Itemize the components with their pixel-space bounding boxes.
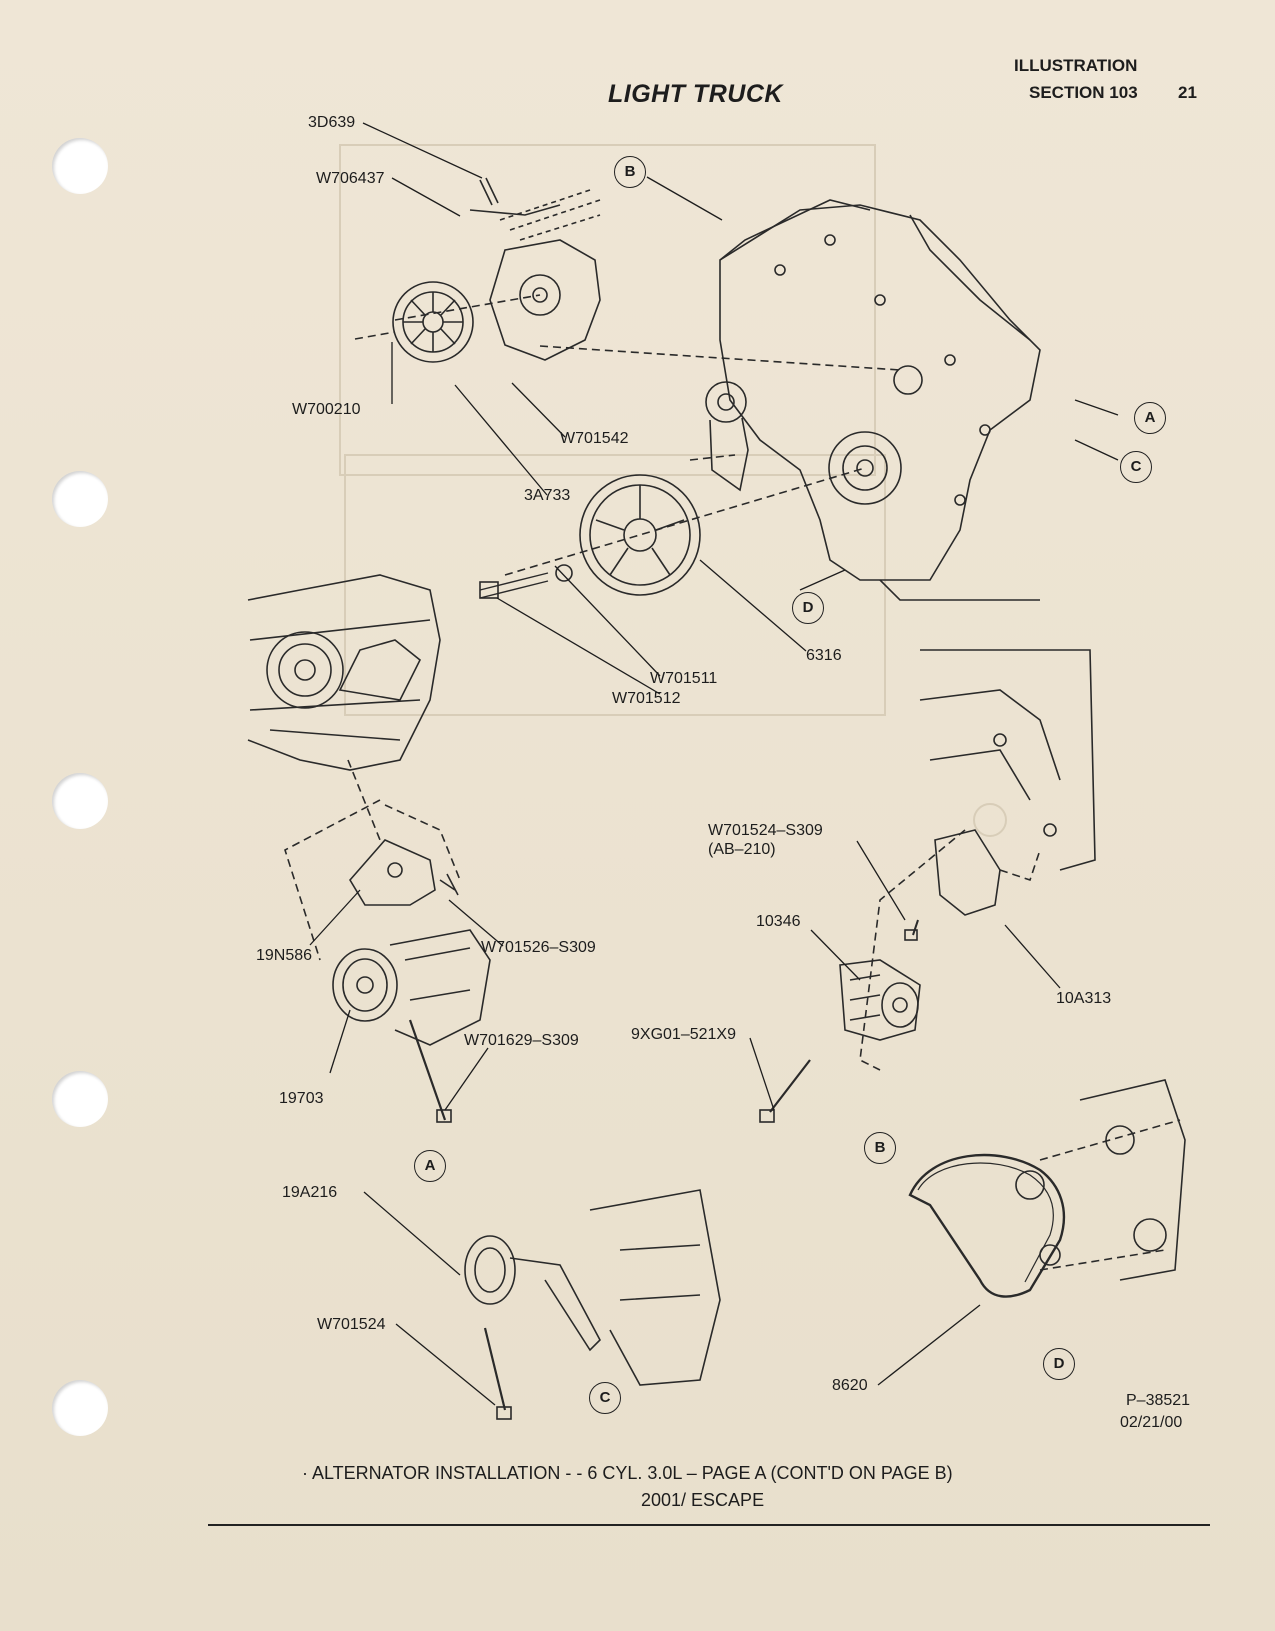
part-label: 3A733 (524, 487, 571, 504)
view-c-callout: C (589, 1382, 621, 1414)
crankshaft-pulley (479, 474, 701, 599)
page-title: LIGHT TRUCK (608, 80, 783, 108)
belt-tensioner (705, 381, 749, 492)
power-steering-pump (392, 177, 601, 363)
part-label: W701629–S309 (464, 1032, 579, 1049)
alternator (759, 919, 921, 1123)
part-label: 3D639 (308, 114, 356, 131)
part-label: 10346 (756, 913, 801, 930)
binder-hole (52, 471, 108, 527)
callout-c: C (1120, 451, 1152, 483)
idler-pulley-view (464, 1189, 721, 1420)
part-label: 10A313 (1056, 990, 1112, 1007)
page-number: 21 (1178, 83, 1197, 102)
part-label: 8620 (832, 1377, 868, 1394)
figure-caption: · ALTERNATOR INSTALLATION - - 6 CYL. 3.0… (302, 1463, 953, 1483)
part-label: (AB–210) (708, 841, 776, 858)
vehicle-caption: 2001/ ESCAPE (641, 1490, 765, 1510)
callout-a: A (1134, 402, 1166, 434)
callout-b: B (614, 156, 646, 188)
ac-compressor (332, 929, 491, 1123)
view-a-callout: A (414, 1150, 446, 1182)
assembly-lines (354, 294, 901, 576)
part-label: W700210 (292, 401, 361, 418)
part-label: W701512 (612, 690, 681, 707)
compressor-bracket (349, 839, 459, 906)
binder-hole (52, 1380, 108, 1436)
drawing-date: 02/21/00 (1120, 1414, 1183, 1431)
part-label: W706437 (316, 170, 385, 187)
engine-front-cover (719, 199, 1041, 601)
part-label: W701524 (317, 1316, 386, 1333)
callout-d: D (792, 592, 824, 624)
part-label: W701511 (650, 670, 718, 687)
part-label: 19A216 (282, 1184, 338, 1201)
binder-hole (52, 138, 108, 194)
part-label: W701524–S309 (708, 822, 823, 839)
view-b-callout: B (864, 1132, 896, 1164)
footer-rule (208, 1524, 1210, 1526)
drawing-number: P–38521 (1126, 1392, 1191, 1409)
bleed-through-text (339, 144, 1007, 837)
view-d-callout: D (1043, 1348, 1075, 1380)
part-label: 19703 (279, 1090, 324, 1107)
alternator-bracket (859, 829, 1041, 1071)
leader-lines (309, 122, 1119, 1406)
part-label: 6316 (806, 647, 842, 664)
belt-view (908, 1079, 1186, 1298)
illustration-heading: ILLUSTRATION (1014, 56, 1138, 75)
part-label: W701542 (560, 430, 629, 447)
part-label: 19N586 (256, 947, 313, 964)
binder-hole (52, 1071, 108, 1127)
engine-view-right (919, 649, 1096, 871)
part-label: 9XG01–521X9 (631, 1026, 736, 1043)
part-label: W701526–S309 (481, 939, 596, 956)
section-heading: SECTION 103 (1029, 83, 1138, 102)
engine-view-left (247, 574, 461, 961)
binder-hole (52, 773, 108, 829)
